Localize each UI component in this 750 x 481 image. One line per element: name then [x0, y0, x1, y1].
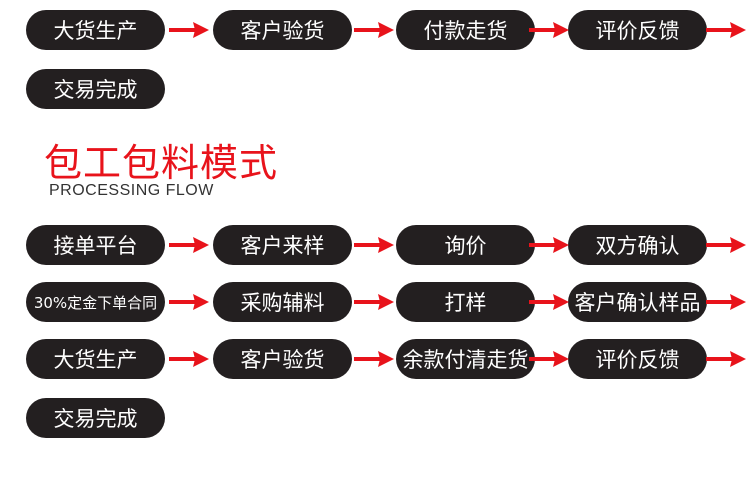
step-pill: 采购辅料	[213, 282, 352, 322]
step-pill: 评价反馈	[568, 10, 707, 50]
red-arrow-right-icon	[354, 20, 396, 40]
red-arrow-right-icon	[354, 292, 396, 312]
step-pill: 付款走货	[396, 10, 535, 50]
step-pill: 大货生产	[26, 10, 165, 50]
red-arrow-right-icon	[529, 292, 571, 312]
step-pill: 接单平台	[26, 225, 165, 265]
red-arrow-right-icon	[354, 349, 396, 369]
red-arrow-right-icon	[706, 349, 748, 369]
red-arrow-right-icon	[706, 20, 748, 40]
step-pill: 余款付清走货	[396, 339, 535, 379]
red-arrow-right-icon	[354, 235, 396, 255]
step-pill: 客户确认样品	[568, 282, 707, 322]
red-arrow-right-icon	[529, 235, 571, 255]
step-pill: 交易完成	[26, 398, 165, 438]
red-arrow-right-icon	[169, 235, 211, 255]
step-pill: 双方确认	[568, 225, 707, 265]
step-pill: 客户来样	[213, 225, 352, 265]
section-subtitle: PROCESSING FLOW	[49, 182, 214, 199]
step-pill: 评价反馈	[568, 339, 707, 379]
step-pill: 大货生产	[26, 339, 165, 379]
red-arrow-right-icon	[529, 349, 571, 369]
red-arrow-right-icon	[529, 20, 571, 40]
step-pill: 客户验货	[213, 339, 352, 379]
step-pill: 打样	[396, 282, 535, 322]
red-arrow-right-icon	[169, 292, 211, 312]
step-pill: 交易完成	[26, 69, 165, 109]
step-pill: 询价	[396, 225, 535, 265]
red-arrow-right-icon	[706, 235, 748, 255]
step-pill: 30%定金下单合同	[26, 282, 165, 322]
section-title: 包工包料模式	[44, 141, 279, 185]
red-arrow-right-icon	[169, 20, 211, 40]
step-pill: 客户验货	[213, 10, 352, 50]
red-arrow-right-icon	[169, 349, 211, 369]
red-arrow-right-icon	[706, 292, 748, 312]
